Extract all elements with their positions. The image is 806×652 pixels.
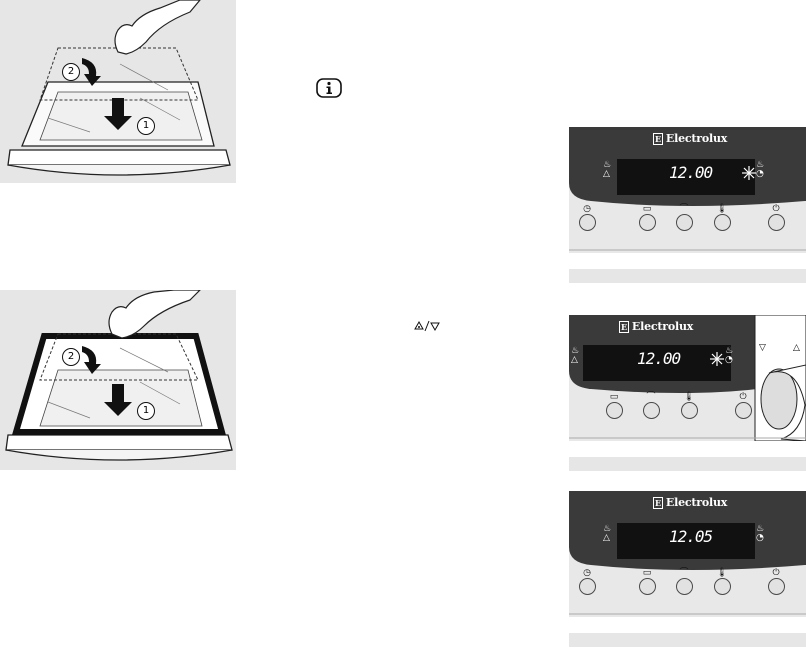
clock-button[interactable] — [579, 578, 596, 595]
hook-icon: ⌒ — [679, 204, 689, 214]
cook-time-button[interactable] — [639, 578, 656, 595]
panel-2-shadow — [569, 457, 806, 471]
temperature-button[interactable] — [714, 578, 731, 595]
clock-display: 12.00 — [669, 163, 713, 182]
hook-icon: ⌒ — [646, 392, 656, 402]
end-time-button[interactable] — [643, 402, 660, 419]
power-icon: ⏻ — [772, 568, 780, 578]
glass-panel-removal-illustration-1: 2 1 — [0, 0, 236, 183]
end-time-button[interactable] — [676, 578, 693, 595]
panel-1-shadow — [569, 269, 806, 283]
clock-display: 12.05 — [669, 527, 713, 546]
cook-time-button[interactable] — [639, 214, 656, 231]
flashing-indicator-icon — [742, 166, 756, 180]
temperature-button[interactable] — [681, 402, 698, 419]
on-off-button[interactable] — [735, 402, 752, 419]
step-2-badge: 2 — [62, 63, 80, 81]
up-down-arrows-icon — [412, 317, 442, 332]
dial-arrows-icon: ▽ — [759, 343, 766, 353]
panel-3-shadow — [569, 633, 806, 647]
pot-bell-icon: ♨△ — [603, 160, 612, 179]
pot-clock-icon: ♨◔ — [725, 346, 734, 365]
clock-display: 12.00 — [637, 349, 681, 368]
pot-clock-icon: ♨◔ — [756, 160, 765, 179]
power-icon: ⏻ — [772, 204, 780, 214]
book-icon: ▭ — [642, 204, 652, 214]
book-icon: ▭ — [609, 392, 619, 402]
power-icon: ⏻ — [739, 392, 747, 402]
pot-clock-icon: ♨◔ — [756, 524, 765, 543]
cook-time-button[interactable] — [606, 402, 623, 419]
on-off-button[interactable] — [768, 578, 785, 595]
step-1-badge: 1 — [137, 117, 155, 135]
flashing-indicator-icon — [710, 352, 724, 366]
info-icon — [316, 78, 342, 98]
hook-icon: ⌒ — [679, 568, 689, 578]
clock-icon: ◷ — [583, 568, 591, 578]
clock-icon: ◷ — [583, 204, 591, 214]
pot-bell-icon: ♨△ — [603, 524, 612, 543]
clock-button[interactable] — [579, 214, 596, 231]
temperature-button[interactable] — [714, 214, 731, 231]
end-time-button[interactable] — [676, 214, 693, 231]
pot-bell-icon: ♨△ — [571, 346, 580, 365]
book-icon: ▭ — [642, 568, 652, 578]
step-1-badge: 1 — [137, 402, 155, 420]
step-2-badge: 2 — [62, 348, 80, 366]
dial-arrows-icon: △ — [793, 343, 800, 353]
control-dial[interactable] — [761, 369, 797, 429]
glass-panel-removal-illustration-2: 2 1 — [0, 290, 236, 470]
on-off-button[interactable] — [768, 214, 785, 231]
